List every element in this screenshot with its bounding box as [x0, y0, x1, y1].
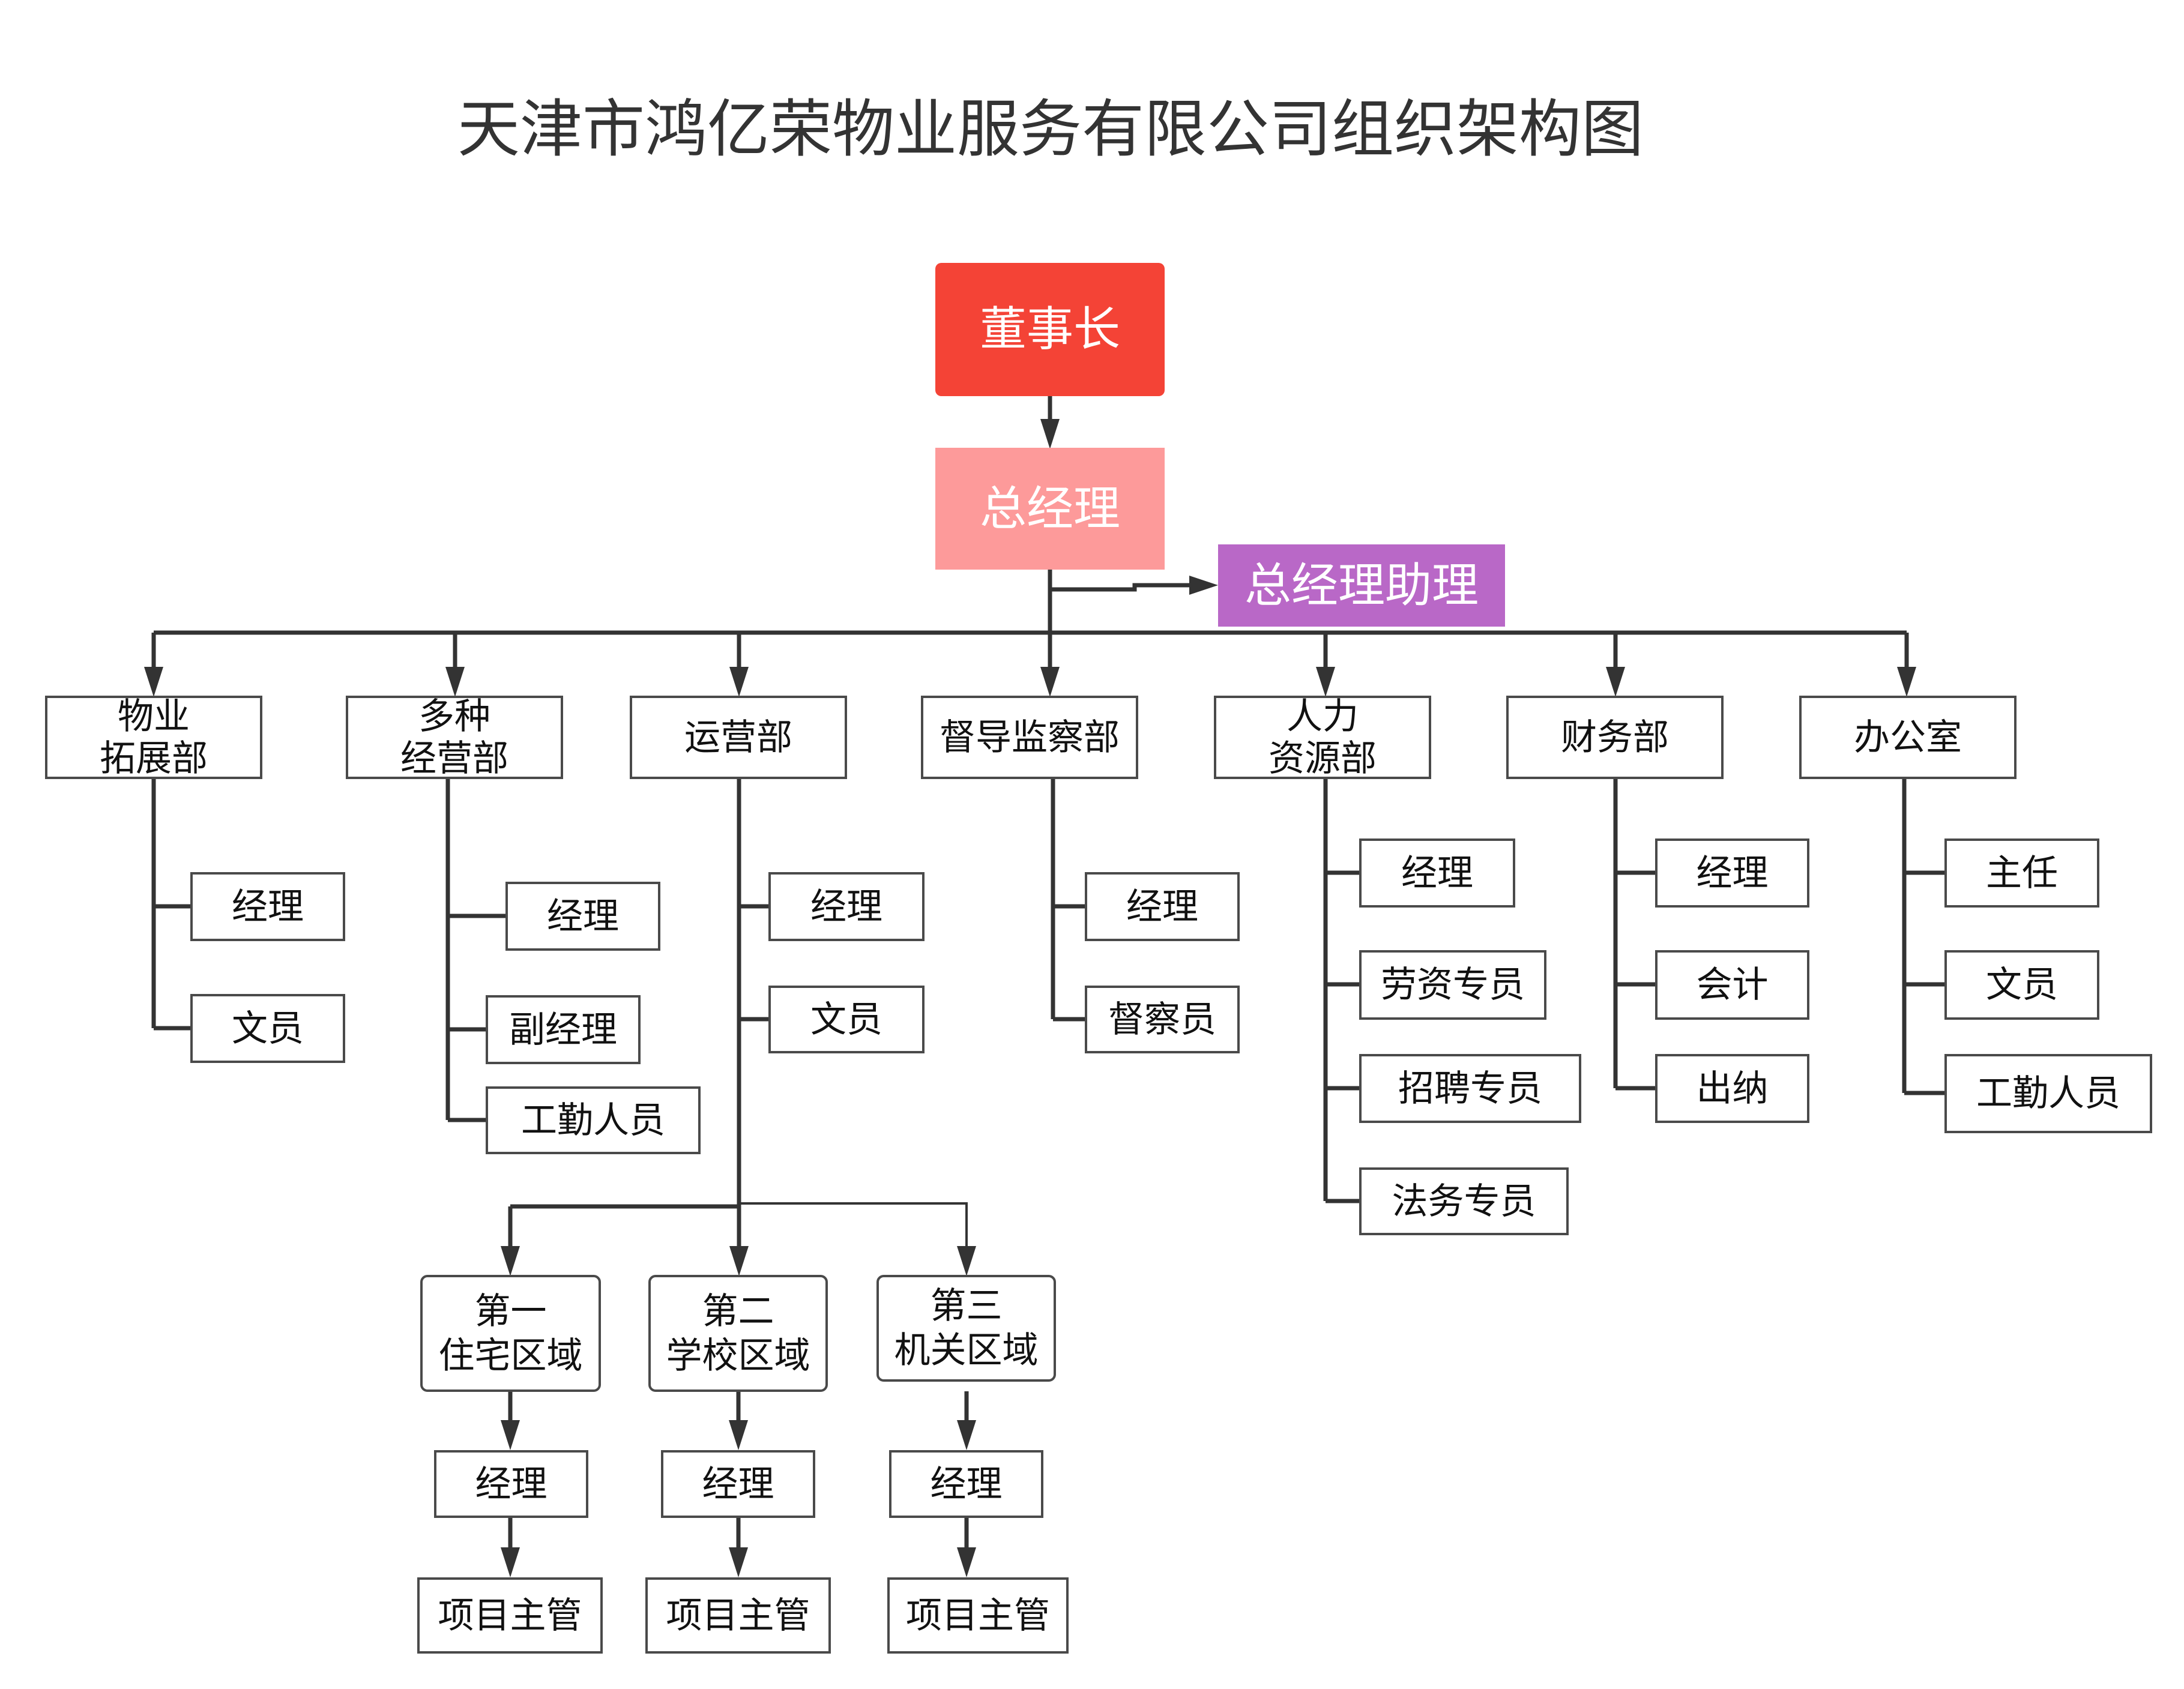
region-node[interactable]: 第三 机关区域 — [876, 1275, 1056, 1382]
department-node[interactable]: 物业 拓展部 — [45, 695, 262, 780]
arrow-head-icon — [501, 1547, 520, 1577]
position-label: 劳资专员 — [1381, 964, 1525, 1006]
department-node[interactable]: 人力 资源部 — [1214, 695, 1431, 780]
department-node[interactable]: 督导监察部 — [921, 696, 1138, 779]
arrow-head-icon — [445, 667, 465, 697]
arrow-head-icon — [144, 667, 163, 697]
position-label: 法务专员 — [1392, 1180, 1536, 1223]
project-supervisor-label: 项目主管 — [438, 1594, 582, 1637]
position-node[interactable]: 工勤人员 — [486, 1086, 701, 1154]
department-label: 财务部 — [1561, 716, 1669, 759]
position-label: 经理 — [1696, 852, 1769, 894]
position-label: 文员 — [232, 1007, 304, 1050]
arrow-head-icon — [729, 1420, 748, 1450]
position-label: 经理 — [547, 895, 619, 938]
department-label: 办公室 — [1854, 716, 1962, 759]
department-node[interactable]: 办公室 — [1799, 696, 2017, 779]
region-label: 第一 住宅区域 — [438, 1290, 583, 1377]
department-node[interactable]: 多种 经营部 — [346, 695, 563, 780]
general-manager-label: 总经理 — [979, 481, 1120, 536]
department-label: 运营部 — [684, 716, 792, 759]
position-label: 招聘专员 — [1398, 1067, 1542, 1110]
region-manager-node[interactable]: 经理 — [434, 1450, 588, 1518]
project-supervisor-node[interactable]: 项目主管 — [645, 1577, 831, 1654]
arrow-head-icon — [957, 1547, 976, 1577]
arrow-head-icon — [1606, 667, 1625, 697]
region-label: 第三 机关区域 — [894, 1285, 1039, 1371]
region-node[interactable]: 第二 学校区域 — [648, 1275, 828, 1392]
position-node[interactable]: 会计 — [1655, 950, 1809, 1020]
arrow-head-icon — [1040, 419, 1060, 449]
project-supervisor-node[interactable]: 项目主管 — [887, 1577, 1069, 1654]
department-label: 人力 资源部 — [1268, 695, 1377, 780]
region-label: 第二 学校区域 — [666, 1290, 810, 1377]
position-label: 工勤人员 — [1976, 1073, 2120, 1115]
arrow-head-icon — [729, 1246, 749, 1276]
position-label: 经理 — [810, 885, 882, 928]
position-node[interactable]: 副经理 — [486, 995, 641, 1064]
arrow-head-icon — [729, 667, 749, 697]
region-manager-node[interactable]: 经理 — [661, 1450, 815, 1518]
assistant-node[interactable]: 总经理助理 — [1218, 544, 1505, 627]
department-label: 督导监察部 — [940, 716, 1120, 759]
chairman-label: 董事长 — [979, 303, 1120, 357]
arrow-head-icon — [1897, 667, 1916, 697]
position-label: 文员 — [1986, 964, 2058, 1006]
position-label: 副经理 — [509, 1008, 617, 1051]
project-supervisor-node[interactable]: 项目主管 — [417, 1577, 603, 1654]
position-node[interactable]: 招聘专员 — [1359, 1054, 1581, 1123]
position-label: 经理 — [232, 885, 304, 928]
region-manager-label: 经理 — [930, 1463, 1003, 1505]
chairman-node[interactable]: 董事长 — [935, 263, 1165, 396]
position-node[interactable]: 出纳 — [1655, 1054, 1809, 1123]
arrow-head-icon — [957, 1246, 976, 1276]
position-node[interactable]: 经理 — [505, 882, 660, 951]
position-node[interactable]: 法务专员 — [1359, 1167, 1569, 1235]
position-label: 督察员 — [1108, 998, 1216, 1041]
connector-line — [739, 1202, 968, 1248]
department-node[interactable]: 财务部 — [1506, 696, 1724, 779]
position-node[interactable]: 督察员 — [1085, 986, 1240, 1053]
department-label: 多种 经营部 — [400, 695, 508, 780]
connector-line — [1050, 583, 1192, 592]
arrow-head-icon — [957, 1420, 976, 1450]
department-label: 物业 拓展部 — [100, 695, 208, 780]
department-node[interactable]: 运营部 — [630, 696, 847, 779]
arrow-head-icon — [1040, 667, 1060, 697]
position-node[interactable]: 经理 — [768, 872, 925, 941]
arrow-head-icon — [1316, 667, 1335, 697]
position-node[interactable]: 文员 — [190, 994, 345, 1063]
position-node[interactable]: 经理 — [1359, 838, 1515, 908]
arrow-head-icon — [729, 1547, 748, 1577]
arrow-head-icon — [1189, 576, 1218, 595]
region-node[interactable]: 第一 住宅区域 — [420, 1275, 601, 1392]
position-node[interactable]: 文员 — [1944, 950, 2099, 1020]
position-node[interactable]: 文员 — [768, 986, 925, 1053]
position-label: 工勤人员 — [521, 1099, 665, 1142]
general-manager-node[interactable]: 总经理 — [935, 448, 1165, 570]
region-manager-node[interactable]: 经理 — [889, 1450, 1043, 1518]
project-supervisor-label: 项目主管 — [906, 1594, 1050, 1637]
position-node[interactable]: 经理 — [1085, 872, 1240, 941]
position-label: 主任 — [1986, 852, 2058, 894]
position-node[interactable]: 工勤人员 — [1944, 1054, 2152, 1133]
position-label: 文员 — [810, 998, 882, 1041]
region-manager-label: 经理 — [475, 1463, 548, 1505]
position-node[interactable]: 经理 — [1655, 838, 1809, 908]
position-node[interactable]: 经理 — [190, 872, 345, 941]
position-node[interactable]: 劳资专员 — [1359, 950, 1546, 1020]
position-label: 出纳 — [1696, 1067, 1769, 1110]
position-label: 经理 — [1126, 885, 1198, 928]
arrow-head-icon — [501, 1420, 520, 1450]
position-node[interactable]: 主任 — [1944, 838, 2099, 908]
project-supervisor-label: 项目主管 — [666, 1594, 810, 1637]
arrow-head-icon — [501, 1246, 520, 1276]
chart-title: 天津市鸿亿荣物业服务有限公司组织架构图 — [457, 92, 1644, 166]
assistant-label: 总经理助理 — [1244, 558, 1479, 613]
region-manager-label: 经理 — [702, 1463, 774, 1505]
position-label: 经理 — [1401, 852, 1473, 894]
position-label: 会计 — [1696, 964, 1769, 1006]
